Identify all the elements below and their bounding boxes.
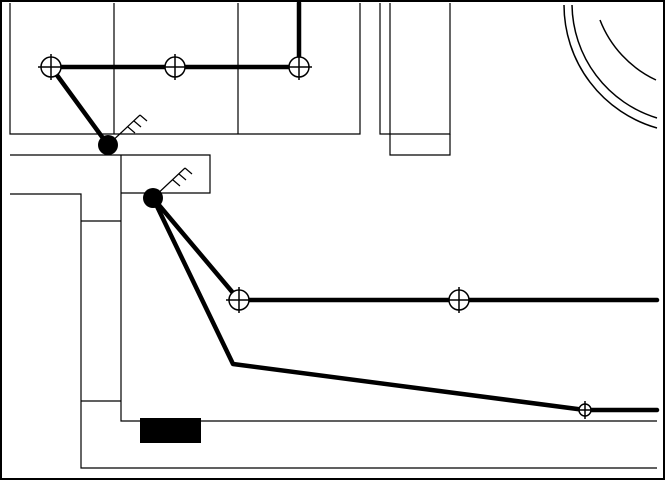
inner-room-wall — [120, 193, 657, 422]
circuit-runs — [48, 0, 660, 413]
circuit-bottom — [150, 195, 660, 413]
left-wing-wall — [10, 193, 657, 469]
outlet-circle-cross — [38, 54, 64, 80]
outlet-circle-cross — [446, 287, 472, 313]
outlet-circle-cross — [286, 54, 312, 80]
outlet-circle-cross — [226, 287, 252, 313]
column-inner — [389, 3, 451, 156]
corridor-wall — [10, 154, 211, 194]
outlet-circle-cross — [162, 54, 188, 80]
panel-block — [140, 418, 201, 443]
homerun-top — [48, 64, 111, 148]
upper-left-room — [9, 3, 361, 135]
outlet-circle-cross — [576, 401, 594, 419]
homerun-middle — [150, 195, 242, 303]
wall-outlines — [9, 3, 657, 469]
door-swing-arc — [563, 4, 658, 129]
junction-dot — [143, 188, 163, 208]
column-outer — [379, 3, 451, 135]
homerun-arrow — [107, 114, 193, 199]
junction-dot — [98, 135, 118, 155]
